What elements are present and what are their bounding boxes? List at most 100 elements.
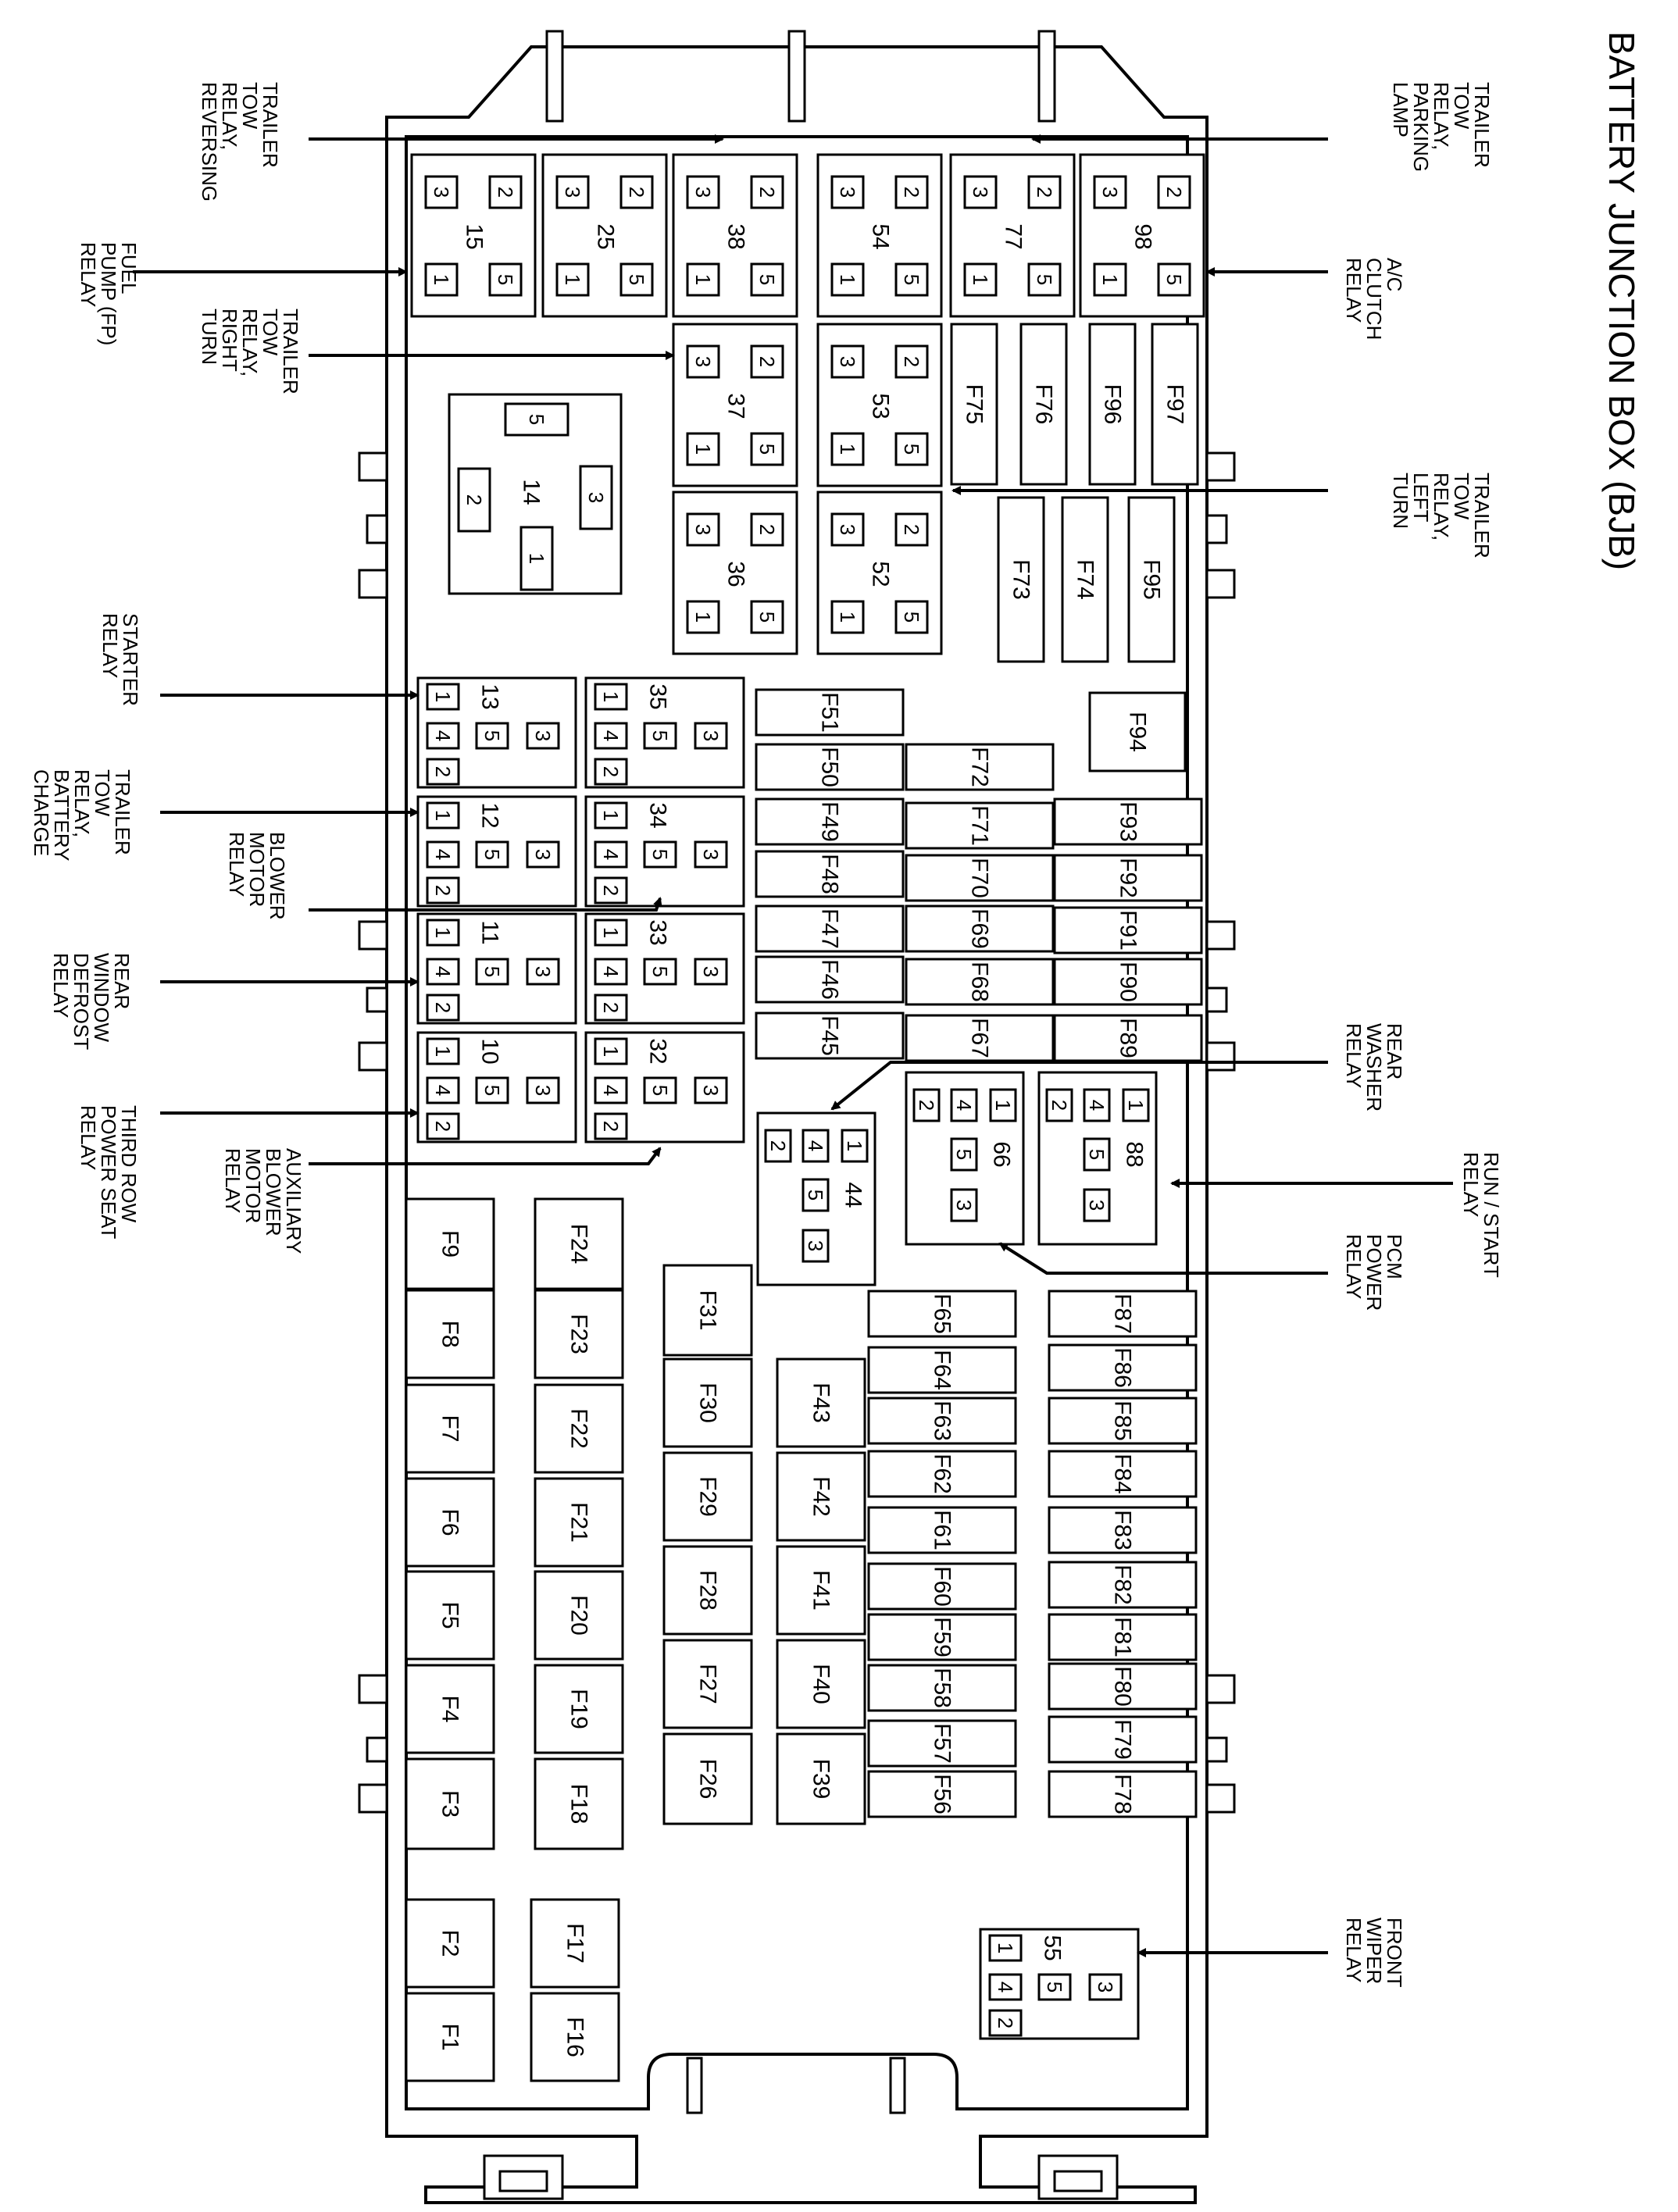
relay-35-pin-label: 1 [599, 691, 623, 702]
relay-25-pin-label: 2 [625, 187, 648, 198]
relay-88-pin-5 [1083, 1137, 1111, 1172]
callout-line: AUXILIARY [282, 1148, 305, 1254]
relay-38-pin-label: 2 [755, 187, 779, 198]
callout-line: RELAY, [1430, 82, 1453, 150]
relay-11-pin-4 [426, 958, 460, 986]
fuse-label: F45 [817, 1015, 843, 1056]
relay-13-pin-label: 2 [431, 766, 455, 777]
relay-38-pin-1 [686, 262, 720, 297]
fuse-f59: F59 [867, 1613, 1017, 1661]
relay-34-pin-label: 2 [599, 885, 623, 896]
relay-35-pin-1 [594, 683, 628, 711]
relay-25-pin-5 [619, 262, 654, 297]
callout-line: BLOWER [262, 1148, 285, 1236]
relay-32-pin-label: 5 [648, 1085, 672, 1096]
relay-66-pin-label: 3 [952, 1200, 976, 1211]
callout-arrow [830, 1061, 1328, 1111]
relay-55-pin-label: 1 [994, 1943, 1017, 1953]
relay-37-pin-label: 5 [755, 444, 779, 455]
fuse-body [1053, 1014, 1203, 1062]
fuse-label: F94 [1125, 712, 1151, 752]
callout-line: TOW [259, 309, 282, 356]
callout-line: REVERSING [198, 82, 221, 202]
fuse-f56: F56 [867, 1770, 1017, 1818]
fuse-body [755, 904, 905, 953]
relay-52-pin-label: 2 [900, 524, 923, 535]
relay-98-pin-label: 2 [1162, 187, 1186, 198]
relay-44-pin-label: 1 [843, 1140, 866, 1151]
fuse-body [905, 1014, 1055, 1062]
fuse-label: F57 [930, 1723, 955, 1764]
fuse-f96: F96 [1088, 323, 1137, 486]
callout-line: THIRD ROW [117, 1105, 141, 1223]
callout-line: MOTOR [241, 1148, 265, 1223]
relay-44-pin-2 [764, 1129, 792, 1163]
fuse-f58: F58 [867, 1664, 1017, 1712]
fuse-label: F20 [566, 1595, 592, 1636]
fuse-body [405, 1289, 495, 1379]
fuse-body [950, 323, 998, 486]
fuse-f69: F69 [905, 904, 1055, 953]
relay-77-pin-5 [1027, 262, 1062, 297]
fuse-f18: F18 [534, 1757, 624, 1850]
fuse-f29: F29 [662, 1451, 753, 1542]
fuse-label: F43 [809, 1382, 834, 1423]
relay-35-pin-label: 3 [699, 730, 723, 741]
fuse-f90: F90 [1053, 958, 1203, 1006]
fuse-label: F40 [809, 1664, 834, 1704]
fuse-label: F89 [1116, 1018, 1141, 1058]
relay-12-pin-5 [475, 840, 509, 869]
relay-88-pin-1 [1122, 1088, 1150, 1122]
relay-15-pin-1 [424, 262, 459, 297]
relay-38-pin-2 [750, 175, 784, 209]
fuse-body [1048, 1662, 1198, 1711]
relay-13-pin-3 [526, 722, 560, 750]
relay-34-pin-5 [643, 840, 677, 869]
fuse-label: F82 [1110, 1564, 1136, 1605]
fuse-body [534, 1477, 624, 1568]
relay-44-label: 44 [841, 1182, 866, 1208]
relay-12-pin-label: 1 [431, 810, 455, 821]
fuse-body [534, 1197, 624, 1290]
fuse-body [1053, 906, 1203, 954]
relay-38-pin-label: 1 [691, 274, 715, 285]
relay-52-pin-label: 1 [836, 612, 859, 623]
fuse-body [1048, 1561, 1198, 1609]
fuse-label: F8 [437, 1320, 463, 1347]
relay-34-pin-label: 4 [599, 849, 623, 860]
relay-77-pin-label: 5 [1033, 274, 1056, 285]
relay-44-pin-5 [802, 1178, 830, 1212]
callout-line: STARTER [119, 613, 142, 706]
relay-32-pin-5 [643, 1076, 677, 1104]
callout-line: PARKING [1409, 82, 1433, 172]
relay-12-label: 12 [477, 802, 503, 828]
relay-11-pin-label: 3 [531, 966, 555, 977]
fuse-f45: F45 [755, 1011, 905, 1060]
relay-25-pin-2 [619, 175, 654, 209]
relay-25-pin-3 [555, 175, 590, 209]
relay-34-pin-4 [594, 840, 628, 869]
fuse-f28: F28 [662, 1545, 753, 1636]
fuse-f91: F91 [1053, 906, 1203, 954]
relay-37-label: 37 [723, 393, 749, 419]
relay-13-pin-2 [426, 758, 460, 786]
relay-88-pin-label: 4 [1085, 1100, 1109, 1111]
callout-line: TURN [198, 309, 221, 365]
fuse-body [867, 1770, 1017, 1818]
relay-66-pin-5 [950, 1137, 978, 1172]
fuse-body [755, 1011, 905, 1060]
callout-line: RELAY, [218, 82, 241, 150]
relay-13-pin-4 [426, 722, 460, 750]
fuse-body [534, 1664, 624, 1754]
relay-15-pin-5 [488, 262, 523, 297]
fuse-body [905, 958, 1055, 1006]
relay-54-pin-label: 5 [900, 274, 923, 285]
relay-98-pin-3 [1093, 175, 1127, 209]
